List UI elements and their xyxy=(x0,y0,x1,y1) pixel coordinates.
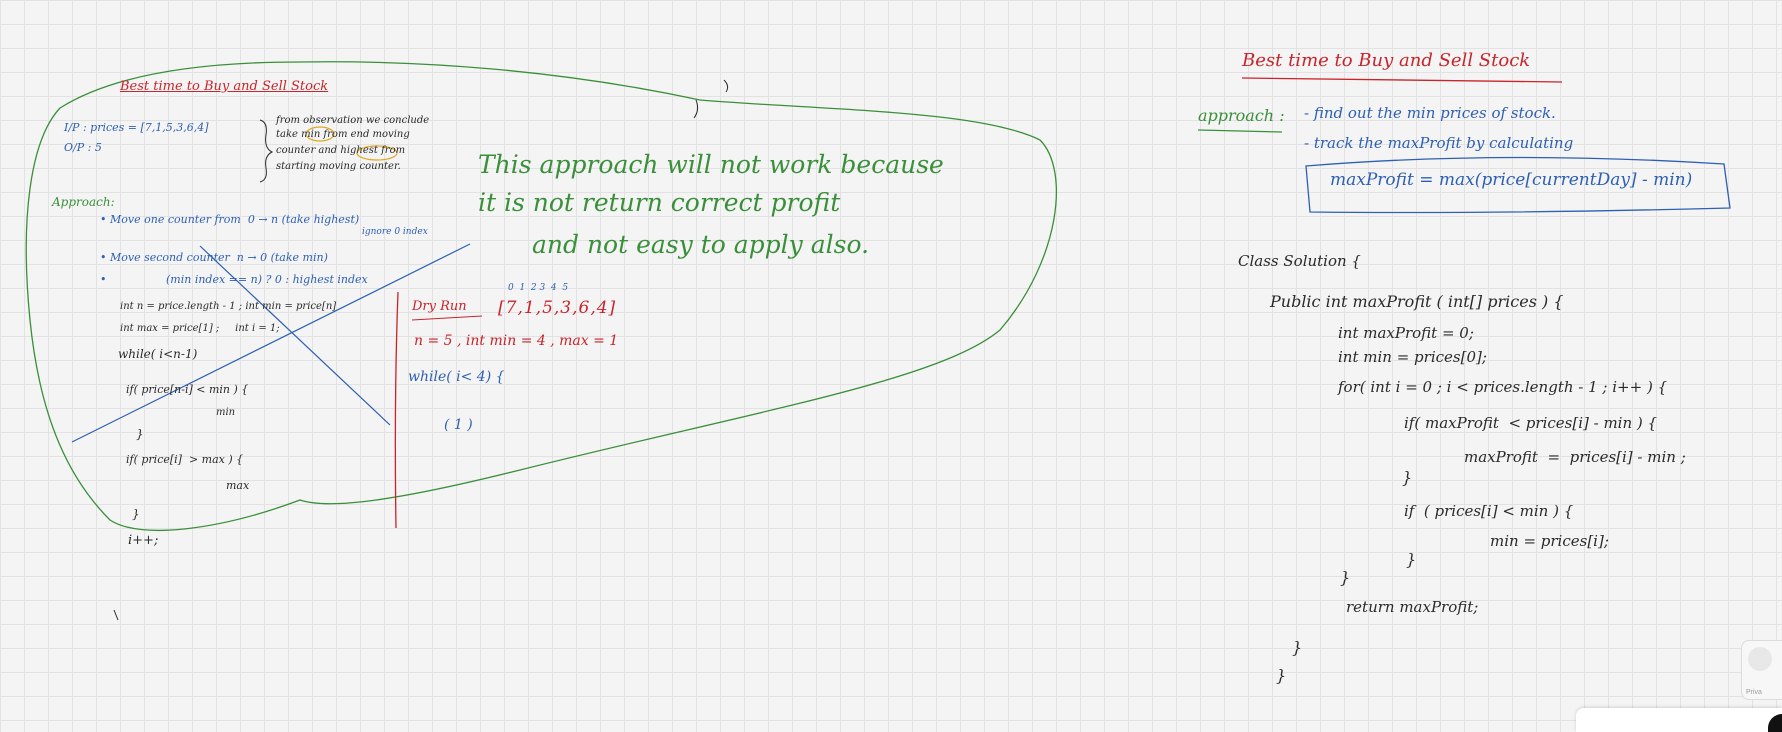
right-code-1: Class Solution { xyxy=(1238,252,1361,270)
right-code-6: if( maxProfit < prices[i] - min ) { xyxy=(1404,414,1658,432)
observation-line-4: starting moving counter. xyxy=(276,161,401,172)
dry-run-label: Dry Run xyxy=(412,299,467,314)
right-code-12: } xyxy=(1340,568,1351,587)
dry-run-step: ( 1 ) xyxy=(444,417,473,433)
small-brace-mid xyxy=(693,99,699,119)
bullet-3: • (min index == n) ? 0 : highest index xyxy=(100,273,368,286)
right-code-15: } xyxy=(1276,666,1287,685)
bullet-1-text: Move one counter from 0 → n (take highes… xyxy=(110,213,360,226)
observation-brace xyxy=(259,119,274,183)
left-code-9: } xyxy=(132,507,140,521)
bullet-2: • Move second counter n → 0 (take min) xyxy=(100,251,328,264)
right-code-7: maxProfit = prices[i] - min ; xyxy=(1464,448,1686,466)
left-code-8: max xyxy=(226,479,250,492)
left-code-10: i++; xyxy=(128,533,159,548)
left-code-5: min xyxy=(216,407,236,418)
bullet-3-text: (min index == n) ? 0 : highest index xyxy=(166,273,368,286)
approach-heading: Approach: xyxy=(52,195,115,209)
left-code-4: if( price[n-i] < min ) { xyxy=(126,383,249,396)
recaptcha-icon xyxy=(1748,647,1772,671)
approach-point-2: - track the maxProfit by calculating xyxy=(1304,134,1574,152)
right-title: Best time to Buy and Sell Stock xyxy=(1242,50,1531,71)
dry-run-array: [7,1,5,3,6,4] xyxy=(498,298,617,318)
dry-run-indices: 0 1 2 3 4 5 xyxy=(508,283,569,293)
right-approach-heading: approach : xyxy=(1198,106,1285,125)
stray-mark xyxy=(113,609,119,621)
right-code-10: min = prices[i]; xyxy=(1490,532,1609,550)
bullet-2-text: Move second counter n → 0 (take min) xyxy=(110,251,328,264)
approach-underline xyxy=(1197,129,1283,133)
privacy-label: Priva xyxy=(1746,689,1762,696)
output-line: O/P : 5 xyxy=(64,141,102,154)
observation-line-2: take min from end moving xyxy=(276,129,410,140)
left-code-1: int n = price.length - 1 ; int min = pri… xyxy=(120,301,337,312)
right-code-9: if ( prices[i] < min ) { xyxy=(1404,502,1574,520)
bullet-1-note: ignore 0 index xyxy=(362,227,428,237)
formula: maxProfit = max(price[currentDay] - min) xyxy=(1330,170,1693,190)
right-code-4: int min = prices[0]; xyxy=(1338,348,1487,366)
dry-run-loop: while( i< 4) { xyxy=(408,369,505,385)
approach-point-1: - find out the min prices of stock. xyxy=(1304,104,1556,122)
right-code-13: return maxProfit; xyxy=(1346,598,1479,616)
right-code-5: for( int i = 0 ; i < prices.length - 1 ;… xyxy=(1338,378,1668,396)
verdict-line-3: and not easy to apply also. xyxy=(532,230,870,259)
right-code-3: int maxProfit = 0; xyxy=(1338,324,1474,342)
verdict-line-2: it is not return correct profit xyxy=(478,188,841,217)
observation-line-3: counter and highest from xyxy=(276,145,406,156)
privacy-badge[interactable]: Priva xyxy=(1741,640,1782,700)
left-code-3: while( i<n-1) xyxy=(118,347,198,361)
dry-run-divider xyxy=(394,291,399,529)
dry-run-vars: n = 5 , int min = 4 , max = 1 xyxy=(414,333,619,349)
left-code-2: int max = price[1] ; int i = 1; xyxy=(120,323,280,334)
verdict-line-1: This approach will not work because xyxy=(478,150,944,179)
right-code-2: Public int maxProfit ( int[] prices ) { xyxy=(1270,292,1564,311)
right-code-8: } xyxy=(1402,468,1413,487)
corner-widget[interactable] xyxy=(1768,714,1782,732)
small-brace-top xyxy=(723,79,729,93)
right-code-14: } xyxy=(1292,638,1303,657)
left-code-7: if( price[i] > max ) { xyxy=(126,453,244,466)
bullet-1: • Move one counter from 0 → n (take high… xyxy=(100,213,360,226)
bottom-toolbar[interactable] xyxy=(1576,708,1782,732)
input-line: I/P : prices = [7,1,5,3,6,4] xyxy=(64,121,209,134)
left-code-6: } xyxy=(136,427,144,441)
observation-line-1: from observation we conclude xyxy=(276,115,430,126)
dry-run-underline xyxy=(411,315,483,321)
right-title-underline xyxy=(1241,77,1563,83)
left-title: Best time to Buy and Sell Stock xyxy=(120,79,329,94)
right-code-11: } xyxy=(1406,550,1417,569)
